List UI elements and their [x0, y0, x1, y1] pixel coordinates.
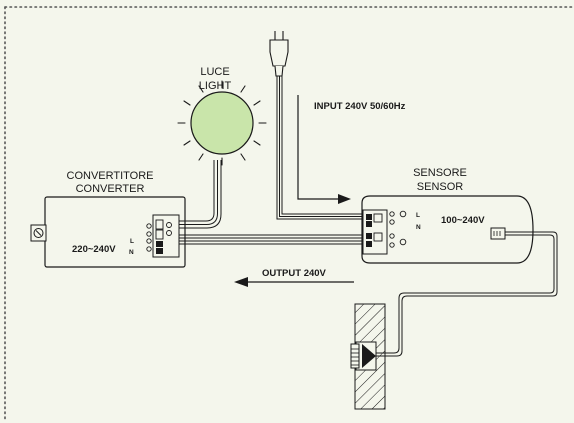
- sensor-probe-icon: [362, 344, 376, 368]
- converter-terminal-n: N: [129, 249, 134, 256]
- light-label-en: LIGHT: [199, 80, 232, 92]
- light-bulb: [177, 80, 267, 166]
- light-rays: [177, 80, 267, 166]
- light-globe: [190, 91, 254, 155]
- converter-label-it: CONVERTITORE: [67, 170, 154, 182]
- light-cable: [179, 160, 222, 229]
- input-label: INPUT 240V 50/60Hz: [314, 101, 406, 112]
- power-plug-icon: [269, 31, 289, 77]
- input-cable: [276, 76, 363, 220]
- output-cable: [179, 234, 363, 245]
- input-arrow: [297, 95, 351, 204]
- output-arrow: [234, 277, 354, 287]
- converter-terminal-l: L: [130, 238, 134, 245]
- converter-voltage: 220~240V: [72, 244, 116, 255]
- sensor-label-en: SENSOR: [417, 181, 464, 193]
- light-label-it: LUCE: [200, 66, 229, 78]
- sensor-probe-cable: [376, 231, 558, 357]
- sensor-terminal-l: L: [416, 212, 420, 219]
- sensor-label-it: SENSORE: [413, 167, 467, 179]
- dotted-frame: [4, 6, 573, 421]
- converter-box: [30, 196, 186, 268]
- sensor-probe-socket: [490, 227, 506, 240]
- sensor-voltage: 100~240V: [441, 215, 485, 226]
- sensor-terminal-n: N: [416, 224, 421, 231]
- output-label: OUTPUT 240V: [262, 268, 327, 279]
- converter-label-en: CONVERTER: [76, 183, 145, 195]
- sensor-box: [361, 195, 534, 264]
- wall-section: [350, 303, 386, 410]
